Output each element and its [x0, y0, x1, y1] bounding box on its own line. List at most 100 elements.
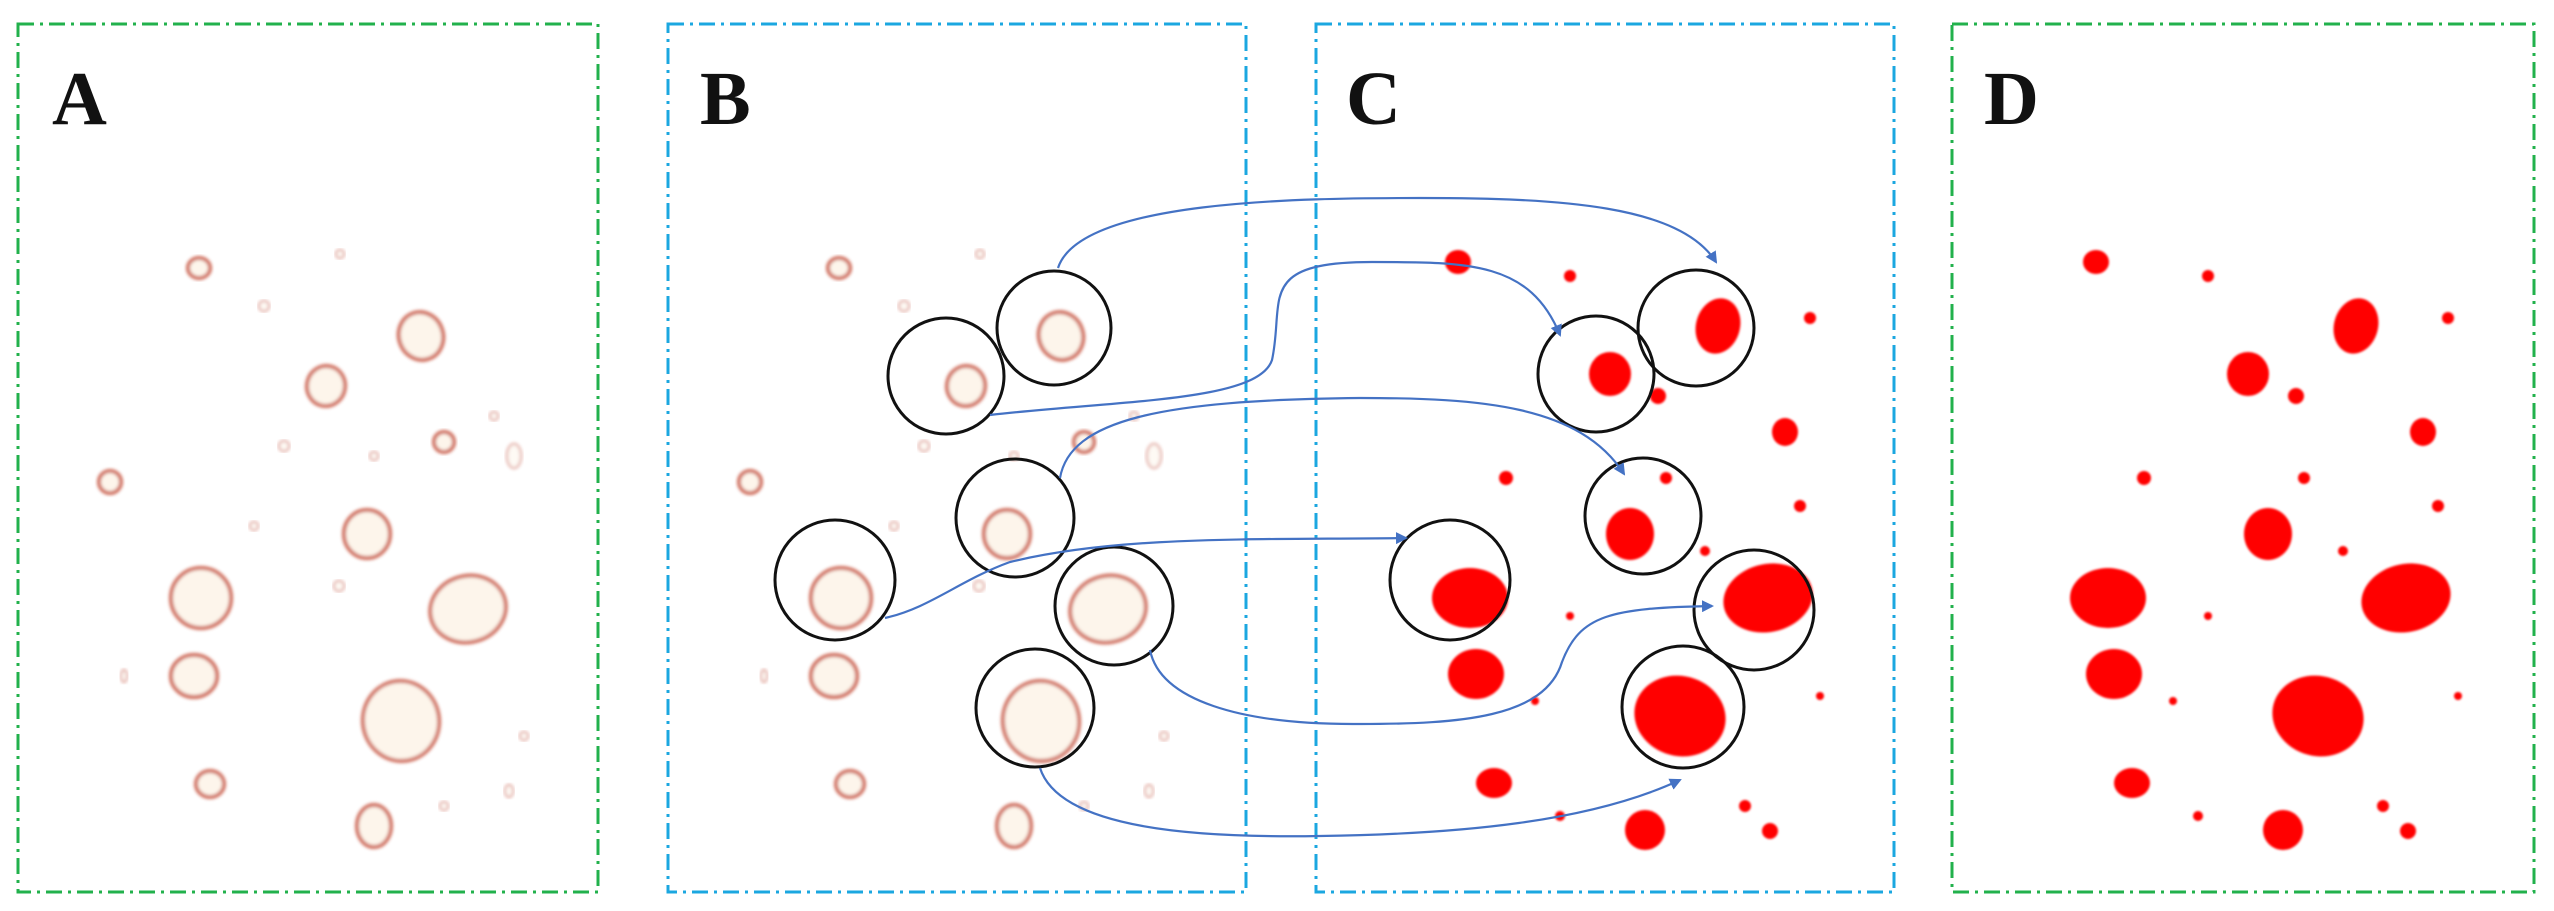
hollow-ring-cell-icon: [518, 730, 530, 742]
panel-label-a: A: [52, 57, 107, 141]
filled-red-blob-icon: [2442, 312, 2454, 324]
highlight-circle-b3: [954, 457, 1076, 579]
filled-red-blob-icon: [1695, 298, 1741, 354]
filled-red-blob-icon: [1816, 692, 1824, 700]
hollow-ring-cell-icon: [169, 566, 233, 630]
filled-red-blob-icon: [2400, 823, 2416, 839]
hollow-ring-cell-icon: [1145, 442, 1163, 470]
panel-b-ring-cells: [737, 248, 1170, 849]
filled-red-blob-icon: [2244, 508, 2292, 560]
hollow-ring-cell-icon: [194, 769, 226, 799]
filled-red-blob-icon: [2338, 546, 2348, 556]
highlight-circle-c5: [1692, 548, 1816, 672]
filled-red-blob-icon: [2298, 472, 2310, 484]
hollow-ring-cell-icon: [944, 364, 988, 408]
filled-red-blob-icon: [1432, 568, 1508, 628]
highlight-circle-c3: [1583, 456, 1703, 576]
hollow-ring-cell-icon: [897, 299, 911, 313]
hollow-ring-cell-icon: [759, 668, 769, 684]
hollow-ring-cell-icon: [834, 769, 866, 799]
filled-red-blob-icon: [1625, 810, 1665, 850]
filled-red-blob-icon: [1739, 800, 1751, 812]
panel-label-b: B: [700, 57, 751, 141]
hollow-ring-cell-icon: [334, 248, 346, 260]
filled-red-blob-icon: [2410, 418, 2436, 446]
hollow-ring-cell-icon: [186, 256, 212, 280]
filled-red-blob-icon: [1700, 546, 1710, 556]
curved-arrow-icon: [1038, 767, 1682, 838]
hollow-ring-cell-icon: [972, 579, 986, 593]
hollow-ring-cell-icon: [737, 469, 763, 495]
filled-red-blob-icon: [2169, 697, 2177, 705]
filled-red-blob-icon: [1660, 472, 1672, 484]
filled-red-blob-icon: [2263, 810, 2303, 850]
hollow-ring-cell-icon: [503, 783, 515, 799]
filled-red-blob-icon: [2454, 692, 2462, 700]
hollow-ring-cell-icon: [342, 508, 392, 560]
highlight-circle-b1: [995, 269, 1113, 387]
hollow-ring-cell-icon: [809, 653, 859, 699]
curved-arrow-icon: [1148, 600, 1714, 726]
filled-red-blob-icon: [2137, 471, 2151, 485]
filled-red-blob-icon: [1566, 612, 1574, 620]
hollow-ring-cell-icon: [438, 800, 450, 812]
hollow-ring-cell-icon: [982, 508, 1032, 560]
highlight-circle-c6: [1620, 644, 1746, 770]
highlight-circle-c4: [1388, 518, 1512, 642]
highlight-circle-c1: [1636, 268, 1756, 388]
panel-c-frame: [1314, 22, 1896, 894]
filled-red-blob-icon: [1772, 418, 1798, 446]
panel-c-highlight-circles: [1388, 268, 1816, 770]
filled-red-blob-icon: [1589, 352, 1631, 396]
hollow-ring-cell-icon: [396, 310, 446, 362]
highlight-circle-b5: [1053, 545, 1175, 667]
highlight-circle-b4: [773, 518, 897, 642]
panel-d-frame: [1950, 22, 2536, 894]
hollow-ring-cell-icon: [826, 256, 852, 280]
filled-red-blob-icon: [2070, 568, 2146, 628]
panel-a-frame: [16, 22, 600, 894]
curved-arrow-icon: [989, 260, 1562, 417]
curved-arrow-icon: [1058, 396, 1626, 479]
panel-a-ring-cells: [97, 248, 530, 849]
hollow-ring-cell-icon: [355, 803, 393, 849]
filled-red-blob-icon: [2361, 563, 2451, 633]
filled-red-blob-icon: [1794, 500, 1806, 512]
panel-d-segmented-blobs: [2070, 250, 2462, 850]
filled-red-blob-icon: [1476, 768, 1512, 798]
hollow-ring-cell-icon: [917, 439, 931, 453]
filled-red-blob-icon: [1634, 675, 1726, 757]
hollow-ring-cell-icon: [332, 579, 346, 593]
hollow-ring-cell-icon: [119, 668, 129, 684]
hollow-ring-cell-icon: [1000, 679, 1082, 763]
filled-red-blob-icon: [2272, 675, 2364, 757]
hollow-ring-cell-icon: [488, 410, 500, 422]
filled-red-blob-icon: [1650, 388, 1666, 404]
hollow-ring-cell-icon: [169, 653, 219, 699]
filled-red-blob-icon: [2227, 352, 2269, 396]
hollow-ring-cell-icon: [888, 520, 900, 532]
hollow-ring-cell-icon: [432, 430, 456, 454]
filled-red-blob-icon: [2377, 800, 2389, 812]
curved-arrow-icon: [884, 532, 1408, 620]
filled-red-blob-icon: [2083, 250, 2109, 274]
panel-c-segmented-blobs: [1432, 250, 1824, 850]
hollow-ring-cell-icon: [974, 248, 986, 260]
hollow-ring-cell-icon: [809, 566, 873, 630]
filled-red-blob-icon: [1606, 508, 1654, 560]
filled-red-blob-icon: [1723, 563, 1813, 633]
filled-red-blob-icon: [1499, 471, 1513, 485]
filled-red-blob-icon: [2193, 811, 2203, 821]
hollow-ring-cell-icon: [304, 364, 348, 408]
hollow-ring-cell-icon: [428, 573, 508, 645]
filled-red-blob-icon: [2202, 270, 2214, 282]
filled-red-blob-icon: [2114, 768, 2150, 798]
highlight-circle-b2: [886, 316, 1006, 436]
hollow-ring-cell-icon: [1143, 783, 1155, 799]
filled-red-blob-icon: [1448, 649, 1504, 699]
hollow-ring-cell-icon: [1068, 573, 1148, 645]
highlight-circle-b6: [974, 647, 1096, 769]
filled-red-blob-icon: [1762, 823, 1778, 839]
hollow-ring-cell-icon: [97, 469, 123, 495]
